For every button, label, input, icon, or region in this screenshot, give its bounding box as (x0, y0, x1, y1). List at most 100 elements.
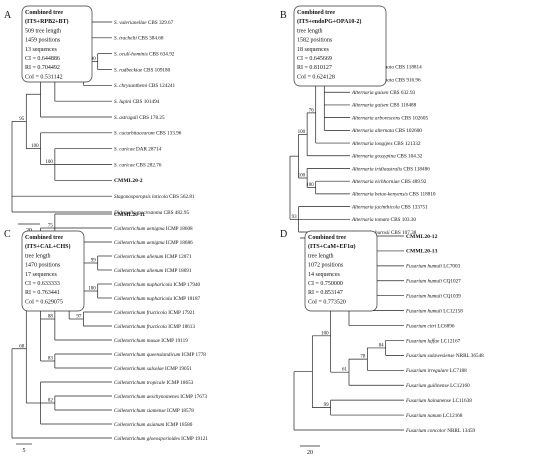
bootstrap-value: 75 (48, 224, 54, 229)
taxon-label: Alternaria eichhorniae CBS 489.92 (351, 179, 427, 185)
stats-line: Combined tree (308, 235, 346, 241)
stats-line: CI = 0.750000 (308, 281, 343, 287)
bootstrap-value: 99 (91, 259, 97, 264)
taxon-label: Colletotrichum fructicola ICMP 18613 (114, 323, 195, 330)
taxon-label: Alternaria tomato CBS 103.30 (351, 217, 416, 223)
stats-line: 1459 positions (25, 38, 61, 44)
stats-line: 509 tree length (25, 28, 61, 34)
taxon-label: Fusarium humuli CQ1039 (405, 293, 461, 299)
taxon-label: S. caricae DAR 28714 (114, 146, 162, 152)
stats-line: tree length (297, 28, 323, 34)
bootstrap-value: 93 (292, 215, 298, 220)
panel-label: B (280, 10, 287, 21)
taxon-label: Alternaria betae-kenyensis CBS 118810 (351, 192, 436, 198)
taxon-label: Didymella macrostoma CBS 482.95 (113, 210, 189, 216)
bootstrap-value: 100 (31, 144, 39, 149)
stats-line: 1470 positions (25, 263, 61, 269)
stats-box (304, 230, 378, 312)
bootstrap-value: 82 (48, 399, 54, 404)
taxon-label: Fusarium concolor NRRL 13459 (405, 428, 476, 434)
stats-line: (ITS+CaM+EF1α) (308, 243, 356, 250)
taxon-label: Colletotrichum aenigma ICMP 18686 (114, 240, 193, 246)
stats-box (293, 5, 387, 87)
taxon-label: Colletotrichum aeschynomenes ICMP 17673 (114, 394, 207, 400)
taxon-label: Colletotrichum fructicola ICMP 17921 (114, 309, 195, 316)
bootstrap-value: 95 (19, 117, 25, 122)
taxon-label: Fusarium humuli CQ1027 (405, 279, 461, 285)
bootstrap-value: 68 (19, 344, 25, 349)
stats-line: 18 sequences (297, 47, 329, 53)
stats-line: (ITS+CAL+CHS) (25, 243, 71, 250)
stats-line: CoI = 0.531142 (25, 74, 63, 80)
scale-bar-label: 20 (307, 450, 313, 456)
bootstrap-value: 61 (342, 368, 348, 373)
taxon-label: Colletotrichum nupharicola ICMP 18187 (114, 296, 201, 302)
taxon-label: Alternaria iridiaustralis CBS 118486 (351, 166, 430, 172)
stats-line: CoI = 0.773520 (308, 299, 346, 305)
stats-line: RI = 0.853147 (308, 290, 343, 296)
taxon-label: S. astragali CBS 178.25 (114, 115, 165, 121)
bootstrap-value: 100 (45, 160, 53, 165)
taxon-label: Alternaria alternata CBS 102600 (351, 128, 422, 134)
stats-line: tree length (308, 253, 334, 259)
taxon-label: Colletotrichum alienum ICMP 12071 (114, 254, 192, 260)
taxon-label: Fusarium hainanense LC11638 (405, 398, 472, 404)
taxon-label: S. lupini CBS 101494 (114, 99, 160, 105)
stats-line: 1072 positions (308, 263, 344, 269)
stats-line: RI = 0.763441 (25, 290, 60, 296)
taxon-label: Alternaria gaisen CBS 632.93 (351, 90, 416, 96)
taxon-label: Fusarium irregulare LC7188 (405, 368, 467, 374)
stats-box (21, 230, 85, 312)
taxon-label: Colletotrichum siamense ICMP 18578 (114, 408, 194, 414)
stats-line: 1582 positions (297, 38, 333, 44)
bootstrap-value: 97 (76, 315, 82, 320)
stats-line: Combined tree (25, 10, 63, 16)
taxon-label: Fusarium nanum LC12168 (405, 413, 463, 419)
bootstrap-value: 83 (48, 357, 54, 362)
taxon-label: S. chrysanthemi CBS 124241 (114, 83, 176, 89)
bootstrap-value: 88 (48, 315, 54, 320)
taxon-label: Colletotrichum queenslandicum ICMP 1778 (114, 352, 206, 358)
taxon-label: Colletotrichum asianum ICMP 18580 (114, 422, 193, 428)
taxon-label: S. caricae CBS 282.76 (114, 162, 162, 168)
stats-box (21, 5, 93, 83)
taxon-label: S. valerianellae CBS 329.67 (114, 20, 174, 26)
stats-line: RI = 0.810127 (297, 65, 332, 71)
taxon-label: Colletotrichum gloeosporioides ICMP 1912… (114, 436, 208, 442)
stats-line: 14 sequences (308, 272, 340, 278)
taxon-label: Fusarium sulawesiense NRRL 36548 (405, 353, 484, 359)
stats-line: (ITS+RPB2+BT) (25, 18, 69, 25)
stats-line: CI = 0.633333 (25, 281, 60, 287)
stats-line: CoI = 0.629075 (25, 299, 63, 305)
bootstrap-value: 100 (306, 183, 314, 188)
taxon-label: Colletotrichum tropicale ICMP 18653 (114, 380, 194, 386)
stats-line: RI = 0.704492 (25, 65, 60, 71)
taxon-label: Colletotrichum alienum ICMP 18691 (114, 268, 192, 274)
stats-line: CI = 0.645669 (297, 56, 332, 62)
stats-line: 13 sequences (25, 47, 57, 53)
stats-line: 17 sequences (25, 272, 57, 278)
scale-bar-label: 5 (23, 448, 26, 454)
taxon-label: Colletotrichum nupharicola ICMP 17940 (114, 282, 201, 288)
stats-line: CI = 0.644886 (25, 56, 60, 62)
bootstrap-value: 76 (309, 108, 315, 113)
panel-label: A (4, 10, 12, 21)
stats-line: (ITS+endoPG+OPA10-2) (297, 18, 361, 25)
taxon-label: Alternaria longipes CBS 121332 (351, 141, 421, 147)
taxon-label: Colletotrichum salsolae ICMP 19051 (114, 366, 192, 372)
stats-line: tree length (25, 253, 51, 259)
stats-line: CoI = 0.624128 (297, 74, 335, 80)
panel-label: C (4, 229, 11, 240)
taxon-label: CMML20-2 (114, 178, 143, 184)
stats-line: Combined tree (297, 10, 335, 16)
bootstrap-value: 78 (360, 355, 366, 360)
taxon-label: Alternaria gaisen CBS 118488 (351, 103, 417, 109)
taxon-label: Fusarium humuli LC7003 (405, 264, 461, 270)
taxon-label: Fusarium citri LC6896 (405, 323, 455, 329)
taxon-label: CMML20-13 (406, 249, 438, 255)
taxon-label: S. oculi-hominis CBS 634.92 (114, 51, 175, 57)
taxon-label: S. cucurbitacearum CBS 133.96 (114, 131, 182, 137)
bootstrap-value: 84 (379, 343, 385, 348)
bootstrap-value: 99 (324, 403, 330, 408)
